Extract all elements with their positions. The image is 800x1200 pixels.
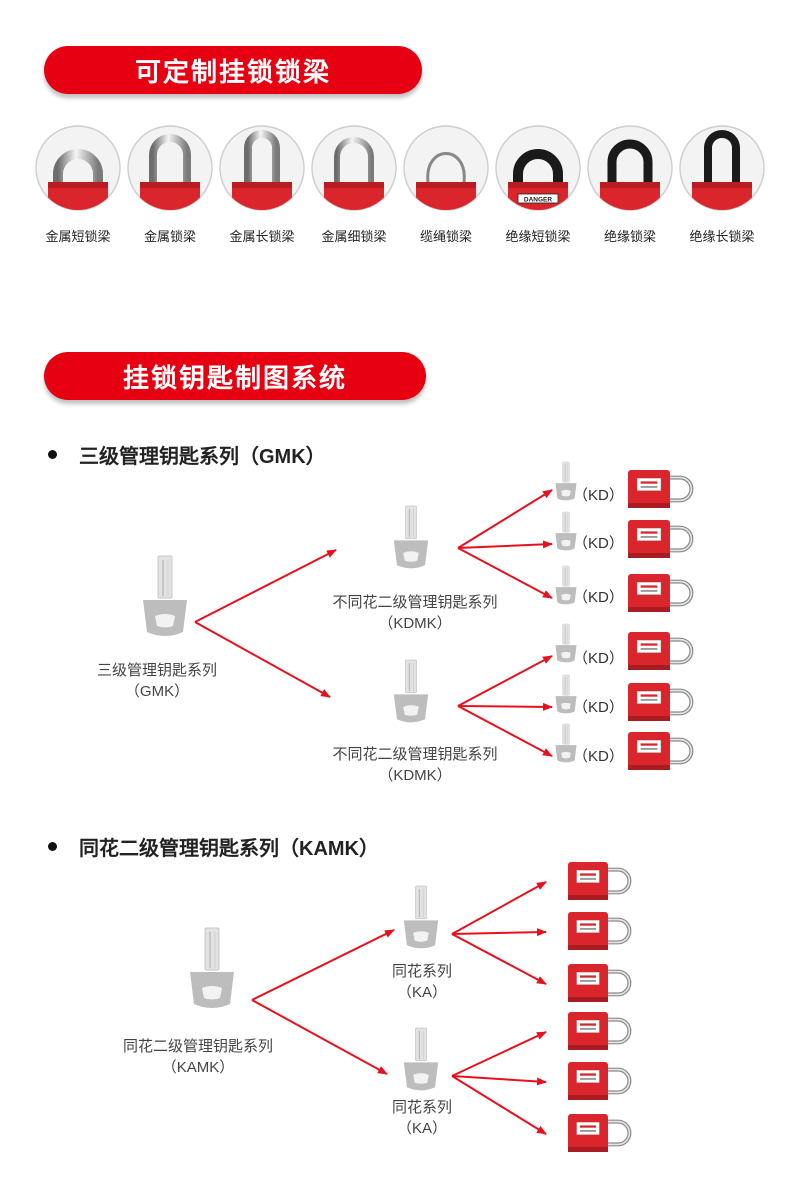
arrow-connector — [194, 621, 331, 698]
section-banner-key-system: 挂锁钥匙制图系统 — [44, 352, 426, 400]
arrow-connector — [457, 547, 553, 599]
section-banner-shackles: 可定制挂锁锁梁 — [44, 46, 422, 94]
key-icon — [393, 505, 429, 569]
gmk-heading-text: 三级管理钥匙系列（GMK） — [79, 446, 326, 468]
ka-branch-label-line1: 同花系列 — [391, 963, 452, 980]
shackle-label: 绝缘长锁梁 — [689, 229, 755, 244]
arrow-connector — [251, 929, 395, 1001]
key-icon — [190, 927, 234, 1008]
arrow-connector — [457, 540, 553, 549]
kdmk-branch-label-line1: 不同花二级管理钥匙系列 — [332, 594, 498, 611]
kdmk-branch-label-line2: （KDMK） — [378, 767, 452, 784]
kamk-root-label-line2: （KAMK） — [161, 1059, 235, 1076]
shackle-option-insulated-short: DANGER 绝缘短锁梁 — [494, 124, 582, 245]
gmk-root-label-line2: （GMK） — [124, 683, 190, 700]
arrow-connector — [451, 881, 547, 935]
kdmk-branch-label-top: 不同花二级管理钥匙系列 （KDMK） — [305, 592, 525, 634]
arrow-connector — [451, 1075, 547, 1135]
ka-branch-label-line2: （KA） — [396, 984, 447, 1001]
svg-text:DANGER: DANGER — [524, 197, 552, 204]
padlock-icon — [628, 520, 694, 558]
kamk-heading: 同花二级管理钥匙系列（KAMK） — [48, 832, 379, 861]
key-icon — [403, 1027, 439, 1091]
shackle-option-metal: 金属锁梁 — [126, 124, 214, 245]
key-icon — [555, 511, 577, 551]
shackle-label: 金属细锁梁 — [321, 229, 387, 244]
padlock-metal-long-icon — [218, 124, 306, 212]
kd-label: （KD） — [573, 487, 624, 504]
gmk-heading: 三级管理钥匙系列（GMK） — [48, 440, 326, 469]
arrow-connector — [457, 655, 553, 707]
bullet-icon — [48, 842, 57, 851]
padlock-metal-icon — [126, 124, 214, 212]
kamk-root-label-line1: 同花二级管理钥匙系列 — [122, 1038, 273, 1055]
shackle-label: 金属锁梁 — [143, 229, 196, 244]
ka-branch-label-line1: 同花系列 — [391, 1099, 452, 1116]
kamk-heading-text: 同花二级管理钥匙系列（KAMK） — [79, 838, 379, 860]
shackle-option-metal-thin: 金属细锁梁 — [310, 124, 398, 245]
arrow-connector — [457, 489, 553, 549]
padlock-insulated-icon — [586, 124, 674, 212]
kd-label: （KD） — [573, 650, 624, 667]
padlock-icon — [628, 732, 694, 770]
kdmk-branch-label-bottom: 不同花二级管理钥匙系列 （KDMK） — [305, 744, 525, 786]
kdmk-branch-label-line2: （KDMK） — [378, 615, 452, 632]
shackle-label: 缆绳锁梁 — [419, 229, 472, 244]
key-icon — [555, 461, 577, 501]
padlock-icon — [568, 964, 632, 1002]
key-icon — [143, 555, 187, 636]
kd-label: （KD） — [573, 535, 624, 552]
ka-branch-label-line2: （KA） — [396, 1120, 447, 1137]
arrow-connector — [251, 999, 388, 1075]
padlock-insulated-short-icon: DANGER — [494, 124, 582, 212]
kamk-root-label: 同花二级管理钥匙系列 （KAMK） — [98, 1036, 298, 1078]
padlock-cable-icon — [402, 124, 490, 212]
shackle-label: 绝缘锁梁 — [603, 229, 656, 244]
arrow-connector — [194, 549, 337, 623]
shackle-option-cable: 缆绳锁梁 — [402, 124, 490, 245]
key-icon — [393, 659, 429, 723]
ka-branch-label-top: 同花系列 （KA） — [362, 961, 482, 1003]
shackle-option-metal-long: 金属长锁梁 — [218, 124, 306, 245]
key-icon — [403, 885, 439, 949]
arrow-connector — [457, 702, 553, 711]
padlock-icon — [568, 1012, 632, 1050]
arrow-connector — [451, 928, 547, 937]
arrow-connector — [457, 705, 553, 757]
shackle-option-insulated-long: 绝缘长锁梁 — [678, 124, 766, 245]
padlock-icon — [568, 1062, 632, 1100]
padlock-icon — [628, 470, 694, 508]
ka-branch-label-bottom: 同花系列 （KA） — [362, 1097, 482, 1139]
shackle-option-metal-short: 金属短锁梁 — [34, 124, 122, 245]
shackle-option-insulated: 绝缘锁梁 — [586, 124, 674, 245]
padlock-icon — [568, 1114, 632, 1152]
kdmk-branch-label-line1: 不同花二级管理钥匙系列 — [332, 746, 498, 763]
padlock-metal-short-icon — [34, 124, 122, 212]
gmk-root-label: 三级管理钥匙系列 （GMK） — [62, 660, 252, 702]
padlock-icon — [568, 912, 632, 950]
padlock-icon — [568, 862, 632, 900]
padlock-icon — [628, 632, 694, 670]
kd-label: （KD） — [573, 699, 624, 716]
shackle-label: 金属短锁梁 — [45, 229, 111, 244]
key-icon — [555, 623, 577, 663]
key-icon — [555, 723, 577, 763]
key-icon — [555, 674, 577, 714]
kd-label: （KD） — [573, 589, 624, 606]
arrow-connector — [451, 933, 547, 985]
padlock-insulated-long-icon — [678, 124, 766, 212]
kd-label: （KD） — [573, 748, 624, 765]
shackle-label: 绝缘短锁梁 — [505, 229, 571, 244]
key-icon — [555, 565, 577, 605]
gmk-root-label-line1: 三级管理钥匙系列 — [96, 662, 217, 679]
arrow-connector — [451, 1031, 547, 1077]
arrow-connector — [451, 1075, 547, 1086]
padlock-metal-thin-icon — [310, 124, 398, 212]
shackle-label: 金属长锁梁 — [229, 229, 295, 244]
bullet-icon — [48, 450, 57, 459]
padlock-icon — [628, 683, 694, 721]
padlock-icon — [628, 574, 694, 612]
